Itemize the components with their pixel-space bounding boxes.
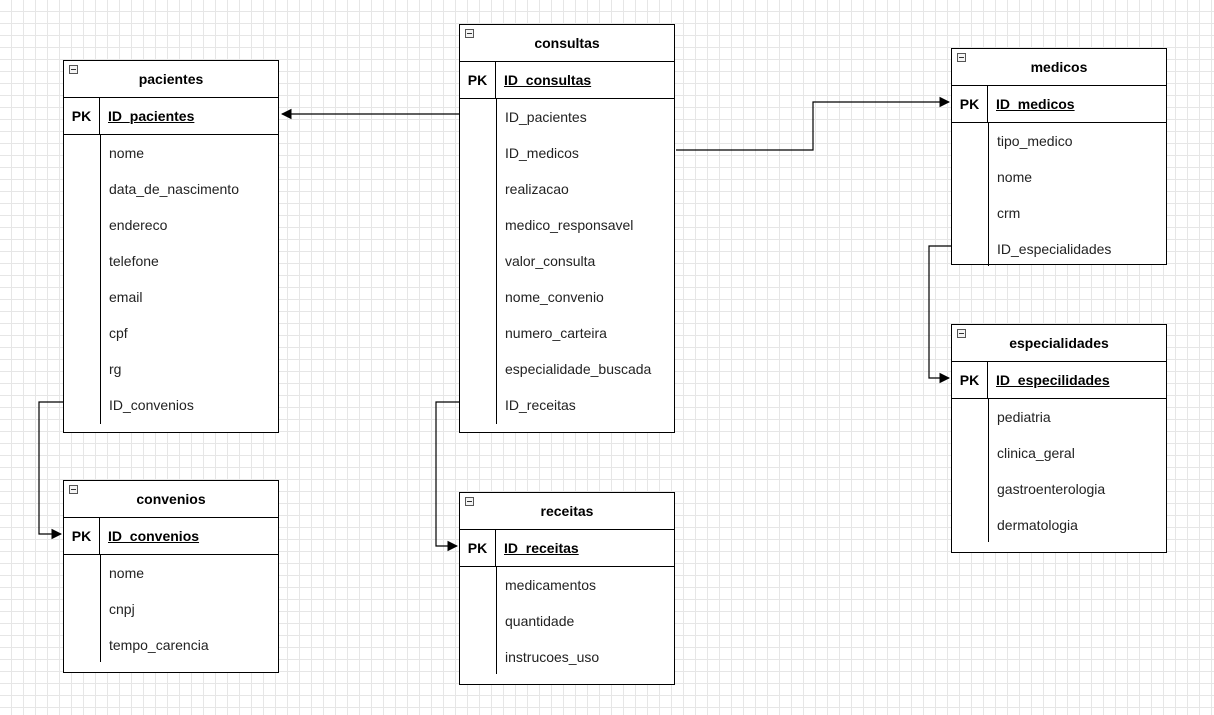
field-row[interactable]: data_de_nascimento	[109, 181, 239, 197]
pk-field: ID_especilidades	[996, 372, 1110, 388]
field-row[interactable]: numero_carteira	[505, 325, 607, 341]
field-row[interactable]: nome	[997, 169, 1033, 185]
pk-label: PK	[460, 530, 496, 566]
field-row[interactable]: email	[109, 289, 143, 305]
field-list: nome cnpj tempo_carencia	[64, 555, 278, 663]
pk-label: PK	[64, 518, 100, 554]
collapse-icon[interactable]	[957, 53, 966, 62]
field-row[interactable]: nome	[109, 565, 145, 581]
field-row[interactable]: clinica_geral	[997, 445, 1075, 461]
field-row[interactable]: ID_medicos	[505, 145, 579, 161]
collapse-icon[interactable]	[69, 65, 78, 74]
field-row[interactable]: realizacao	[505, 181, 569, 197]
field-row[interactable]: valor_consulta	[505, 253, 596, 269]
column-divider	[496, 567, 497, 674]
field-row[interactable]: tempo_carencia	[109, 637, 209, 653]
table-consultas[interactable]: consultas PK ID_consultas ID_pacientes I…	[459, 24, 675, 433]
collapse-icon[interactable]	[465, 29, 474, 38]
pk-row[interactable]: PK ID_receitas	[460, 530, 674, 567]
pk-label: PK	[952, 86, 988, 122]
pk-field: ID_receitas	[504, 540, 579, 556]
collapse-icon[interactable]	[957, 329, 966, 338]
table-header[interactable]: receitas	[460, 493, 674, 530]
table-receitas[interactable]: receitas PK ID_receitas medicamentos qua…	[459, 492, 675, 685]
field-row[interactable]: nome_convenio	[505, 289, 604, 305]
table-convenios[interactable]: convenios PK ID_convenios nome cnpj temp…	[63, 480, 279, 673]
field-row[interactable]: ID_receitas	[505, 397, 576, 413]
table-header[interactable]: consultas	[460, 25, 674, 62]
field-row[interactable]: ID_pacientes	[505, 109, 587, 125]
pk-field: ID_consultas	[504, 72, 592, 88]
table-header[interactable]: especialidades	[952, 325, 1166, 362]
field-row[interactable]: nome	[109, 145, 145, 161]
pk-row[interactable]: PK ID_pacientes	[64, 98, 278, 135]
connector-consultas-medicos[interactable]	[676, 96, 951, 151]
pk-field: ID_medicos	[996, 96, 1075, 112]
column-divider	[100, 555, 101, 662]
field-row[interactable]: cpf	[109, 325, 128, 341]
table-header[interactable]: medicos	[952, 49, 1166, 86]
field-row[interactable]: medico_responsavel	[505, 217, 634, 233]
connector-medicos-especialidades[interactable]	[928, 245, 952, 384]
field-row[interactable]: gastroenterologia	[997, 481, 1106, 497]
field-row[interactable]: quantidade	[505, 613, 575, 629]
table-title: convenios	[136, 491, 206, 507]
pk-label: PK	[460, 62, 496, 98]
field-list: nome data_de_nascimento endereco telefon…	[64, 135, 278, 424]
field-list: tipo_medico nome crm ID_especialidades	[952, 123, 1166, 267]
pk-field: ID_pacientes	[108, 108, 195, 124]
table-title: medicos	[1030, 59, 1088, 75]
connector-consultas-receitas[interactable]	[435, 401, 460, 552]
collapse-icon[interactable]	[69, 485, 78, 494]
table-title: pacientes	[138, 71, 204, 87]
field-row[interactable]: endereco	[109, 217, 168, 233]
column-divider	[496, 99, 497, 424]
field-row[interactable]: rg	[109, 361, 122, 377]
collapse-icon[interactable]	[465, 497, 474, 506]
table-title: receitas	[540, 503, 594, 519]
table-title: especialidades	[1009, 335, 1109, 351]
pk-field: ID_convenios	[108, 528, 200, 544]
field-row[interactable]: crm	[997, 205, 1021, 221]
field-row[interactable]: cnpj	[109, 601, 135, 617]
field-row[interactable]: telefone	[109, 253, 159, 269]
field-list: ID_pacientes ID_medicos realizacao medic…	[460, 99, 674, 424]
field-row[interactable]: medicamentos	[505, 577, 597, 593]
column-divider	[100, 135, 101, 424]
field-row[interactable]: dermatologia	[997, 517, 1078, 533]
table-especialidades[interactable]: especialidades PK ID_especilidades pedia…	[951, 324, 1167, 553]
column-divider	[988, 123, 989, 266]
field-row[interactable]: especialidade_buscada	[505, 361, 652, 377]
field-row[interactable]: pediatria	[997, 409, 1051, 425]
pk-row[interactable]: PK ID_medicos	[952, 86, 1166, 123]
field-list: medicamentos quantidade instrucoes_uso	[460, 567, 674, 675]
field-row[interactable]: instrucoes_uso	[505, 649, 600, 665]
pk-label: PK	[64, 98, 100, 134]
column-divider	[988, 399, 989, 542]
table-title: consultas	[534, 35, 600, 51]
field-row[interactable]: ID_convenios	[109, 397, 194, 413]
pk-row[interactable]: PK ID_convenios	[64, 518, 278, 555]
pk-row[interactable]: PK ID_especilidades	[952, 362, 1166, 399]
field-row[interactable]: ID_especialidades	[997, 241, 1112, 257]
table-medicos[interactable]: medicos PK ID_medicos tipo_medico nome c…	[951, 48, 1167, 267]
pk-label: PK	[952, 362, 988, 398]
pk-row[interactable]: PK ID_consultas	[460, 62, 674, 99]
table-header[interactable]: pacientes	[64, 61, 278, 98]
field-row[interactable]: tipo_medico	[997, 133, 1073, 149]
field-list: pediatria clinica_geral gastroenterologi…	[952, 399, 1166, 543]
table-header[interactable]: convenios	[64, 481, 278, 518]
table-pacientes[interactable]: pacientes PK ID_pacientes nome data_de_n…	[63, 60, 279, 433]
connector-pacientes-convenios[interactable]	[38, 401, 64, 540]
